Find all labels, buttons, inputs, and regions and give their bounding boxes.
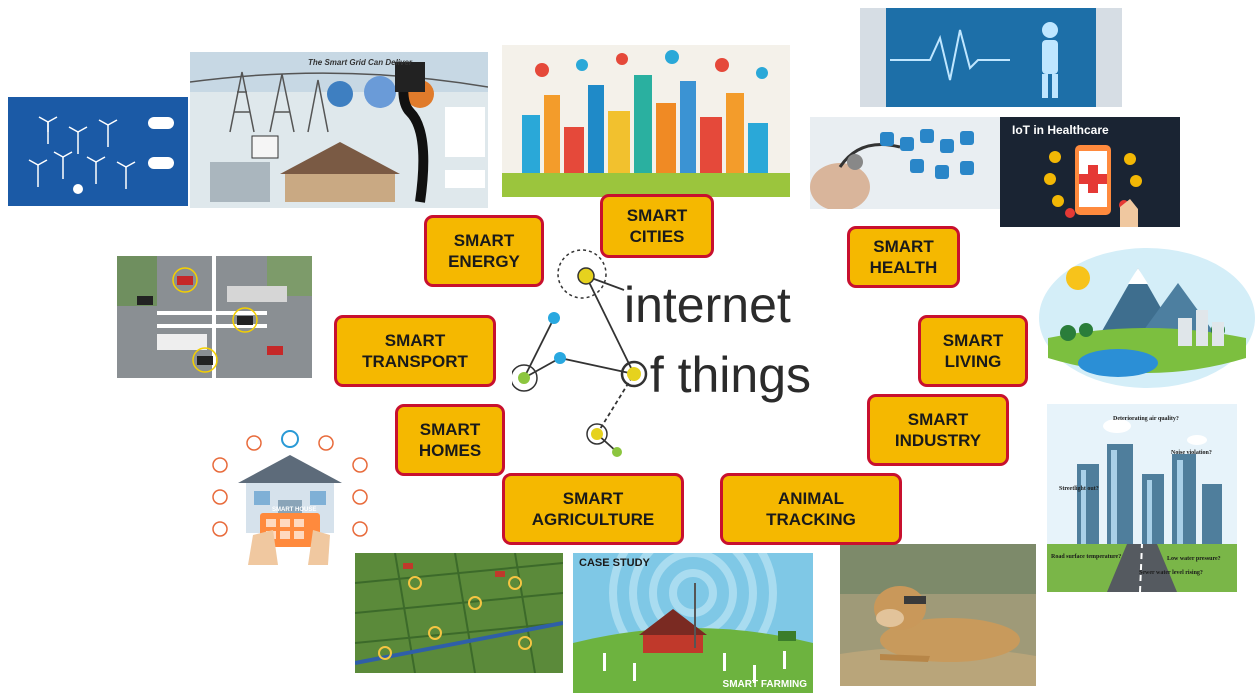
smart-house-label: SMART HOUSE <box>272 507 317 513</box>
smart-grid-title: The Smart Grid Can Deliver <box>308 58 413 67</box>
iot-healthcare-image: IoT in Healthcare <box>1000 117 1180 227</box>
low-water-text: Low water pressure? <box>1167 556 1221 562</box>
air-quality-text: Deteriorating air quality? <box>1113 416 1179 422</box>
smart-grid-image: The Smart Grid Can Deliver <box>190 52 488 208</box>
noise-text: Noise violation? <box>1171 450 1212 456</box>
smart-traffic-image <box>117 256 312 378</box>
smart-city-sensors-image: Deteriorating air quality? Noise violati… <box>1047 404 1237 592</box>
logo-o-letter: o <box>622 347 650 403</box>
case-study-label: CASE STUDY <box>579 557 650 569</box>
wind-turbines-image <box>8 97 188 206</box>
iot-logo: internet of things <box>512 248 872 458</box>
logo-things-text: f things <box>649 347 812 403</box>
logo-line-internet: internet <box>624 277 791 333</box>
iot-network-graphic <box>512 249 648 457</box>
streetlight-text: Streetlight out? <box>1059 486 1099 492</box>
lioness-image <box>840 544 1036 686</box>
smart-living-image <box>1038 248 1256 390</box>
logo-line-of-things: of things <box>622 350 811 400</box>
smart-farming-image: CASE STUDY SMART FARMING <box>573 553 813 693</box>
smart-cities-image <box>502 45 790 197</box>
smart-farming-label: SMART FARMING <box>722 679 807 690</box>
smart-house-image: SMART HOUSE <box>198 425 382 565</box>
sewer-text: Sewer water level rising? <box>1139 570 1203 576</box>
heart-monitor-image <box>860 8 1122 107</box>
stethoscope-image <box>810 117 1000 209</box>
road-surface-text: Road surface temperature? <box>1051 554 1122 560</box>
farm-field-image <box>355 553 563 673</box>
healthcare-title: IoT in Healthcare <box>1012 123 1109 137</box>
